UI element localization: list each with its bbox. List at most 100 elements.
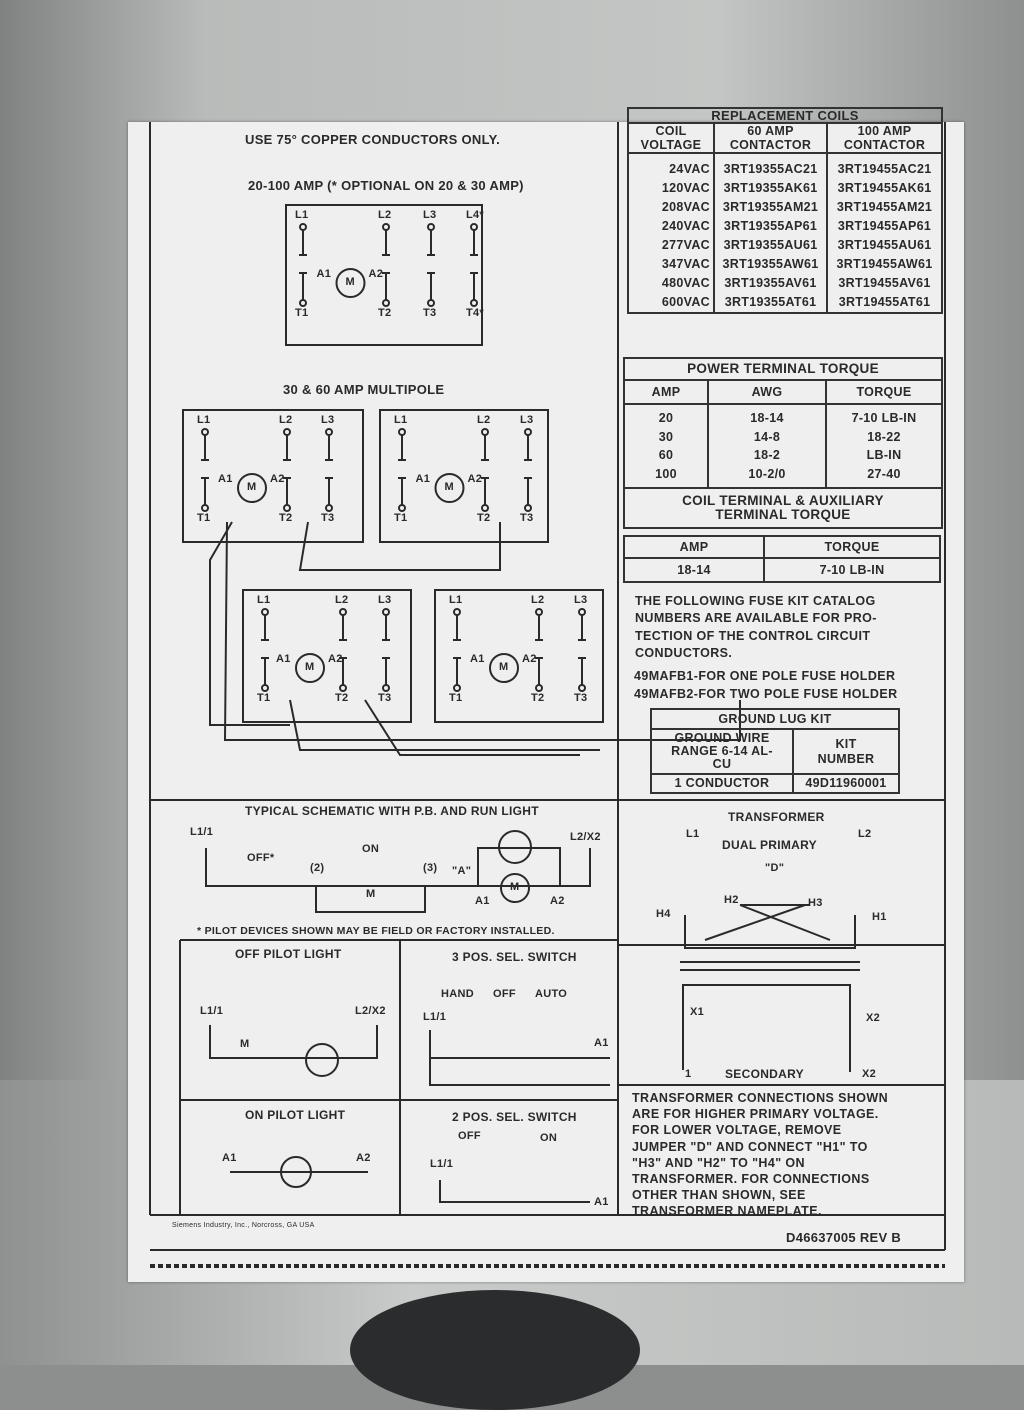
off-pilot-l1: L1/1 [200,1005,224,1017]
terminal [470,299,478,307]
wiring-label [128,122,964,1282]
node-3-label: (3) [423,862,438,874]
motor-coil [335,268,366,298]
x2-label: X2 [866,1012,881,1024]
h3-label: H3 [808,897,823,909]
x1-label: X1 [690,1006,705,1018]
sel2-on: ON [540,1132,558,1144]
header-awg: AWG [707,379,827,405]
terminal-label-l3: L3 [574,594,588,606]
sel3-title: 3 POS. SEL. SWITCH [452,950,577,964]
on-pilot-a1: A1 [222,1152,237,1164]
xfmr-l2: L2 [858,828,872,840]
on-pilot-a2: A2 [356,1152,371,1164]
header-kit-number: KIT NUMBER [792,728,900,775]
diagram2-title: 30 & 60 AMP MULTIPOLE [283,382,445,397]
terminal [261,684,269,692]
ground-conductor: 1 CONDUCTOR [650,773,794,794]
transformer-title: TRANSFORMER [728,810,825,824]
motor-coil [295,653,325,683]
contactor-outline [285,204,483,346]
coil-amp: 18-14 [623,557,765,583]
off-pilot-l2: L2/X2 [355,1005,386,1017]
terminal-label-t3: T3 [574,692,588,704]
header-amp: AMP [623,379,709,405]
schematic-l2: L2/X2 [570,831,601,843]
terminal [481,428,489,436]
terminal-label-l2: L2 [335,594,349,606]
coil-torque: 7-10 LB-IN [763,557,941,583]
h4-label: H4 [656,908,671,920]
awg-values: 18-14 14-8 18-2 10-2/0 [707,403,827,489]
secondary-winding [682,984,851,1072]
dual-primary-label: DUAL PRIMARY [722,838,817,852]
coil-a1-label: A1 [415,473,431,485]
terminal [481,504,489,512]
terminal-label-l2: L2 [477,414,491,426]
on-button-label: ON [362,843,380,855]
terminal-label-t3: T3 [520,512,534,524]
terminal [427,223,435,231]
terminal-label-l4: L4* [466,209,485,221]
motor-coil [500,873,530,903]
sel2-off: OFF [458,1130,481,1142]
coil-a1-label: A1 [276,653,291,665]
contactor-outline [434,589,604,723]
sel3-l1: L1/1 [423,1011,447,1023]
coil-label: M [247,481,257,493]
table-title: GROUND LUG KIT [650,708,900,730]
schematic-footnote: * PILOT DEVICES SHOWN MAY BE FIELD OR FA… [197,925,555,937]
ground-kit-number: 49D11960001 [792,773,900,794]
conductors-note: USE 75° COPPER CONDUCTORS ONLY. [245,132,501,147]
coil-a2-label: A2 [522,653,537,665]
terminal [283,428,291,436]
off-label: OFF [493,988,516,1000]
terminal-label-t2: T2 [378,307,392,319]
coil-label: M [345,276,355,288]
terminal-label-l2: L2 [279,414,293,426]
coil-a1-label: A1 [218,473,233,485]
fuse-kit-two-pole: 49MAFB2-FOR TWO POLE FUSE HOLDER [634,687,898,701]
on-pilot-title: ON PILOT LIGHT [245,1108,346,1122]
terminal-label-t1: T1 [197,512,211,524]
motor-coil [489,653,519,683]
off-pilot-wire [209,1025,378,1059]
terminal-label-l2: L2 [531,594,545,606]
terminal-label-t1: T1 [449,692,463,704]
schematic-title: TYPICAL SCHEMATIC WITH P.B. AND RUN LIGH… [245,804,539,818]
terminal [535,684,543,692]
torque-values: 7-10 LB-IN 18-22 LB-IN 27-40 [825,403,943,489]
terminal [382,299,390,307]
coil-voltages: 24VAC 120VAC 208VAC 240VAC 277VAC 347VAC… [627,152,715,314]
a1-label: A1 [475,895,490,907]
contactor-outline [379,409,549,543]
terminal-label-l3: L3 [520,414,534,426]
header-wire-range: GROUND WIRE RANGE 6-14 AL-CU [650,728,794,775]
terminal-label-l3: L3 [321,414,335,426]
terminal [299,299,307,307]
terminal-label-l1: L1 [449,594,463,606]
terminal-label-l2: L2 [378,209,392,221]
interconnect-wire [364,699,580,756]
terminal [398,428,406,436]
coil-a2-label: A2 [270,473,285,485]
secondary-label: SECONDARY [725,1067,804,1081]
interconnect-wire [298,521,501,571]
terminal [578,684,586,692]
terminal-label-t4: T4* [466,307,485,319]
hand-label: HAND [441,988,474,1000]
sel2-title: 2 POS. SEL. SWITCH [452,1110,577,1124]
sel3-wire [429,1030,610,1086]
document-number: D46637005 REV B [786,1230,902,1245]
node-2-label: (2) [310,862,325,874]
terminal [535,608,543,616]
contactor-60-coils: 3RT19355AC21 3RT19355AK61 3RT19355AM21 3… [712,152,829,314]
off-pilot-light [305,1043,339,1077]
terminal [201,504,209,512]
terminal [524,428,532,436]
diagram1-title: 20-100 AMP (* OPTIONAL ON 20 & 30 AMP) [248,178,524,193]
jumper-d-label: "D" [765,862,785,874]
motor-coil [434,473,465,503]
terminal-label-l1: L1 [394,414,408,426]
